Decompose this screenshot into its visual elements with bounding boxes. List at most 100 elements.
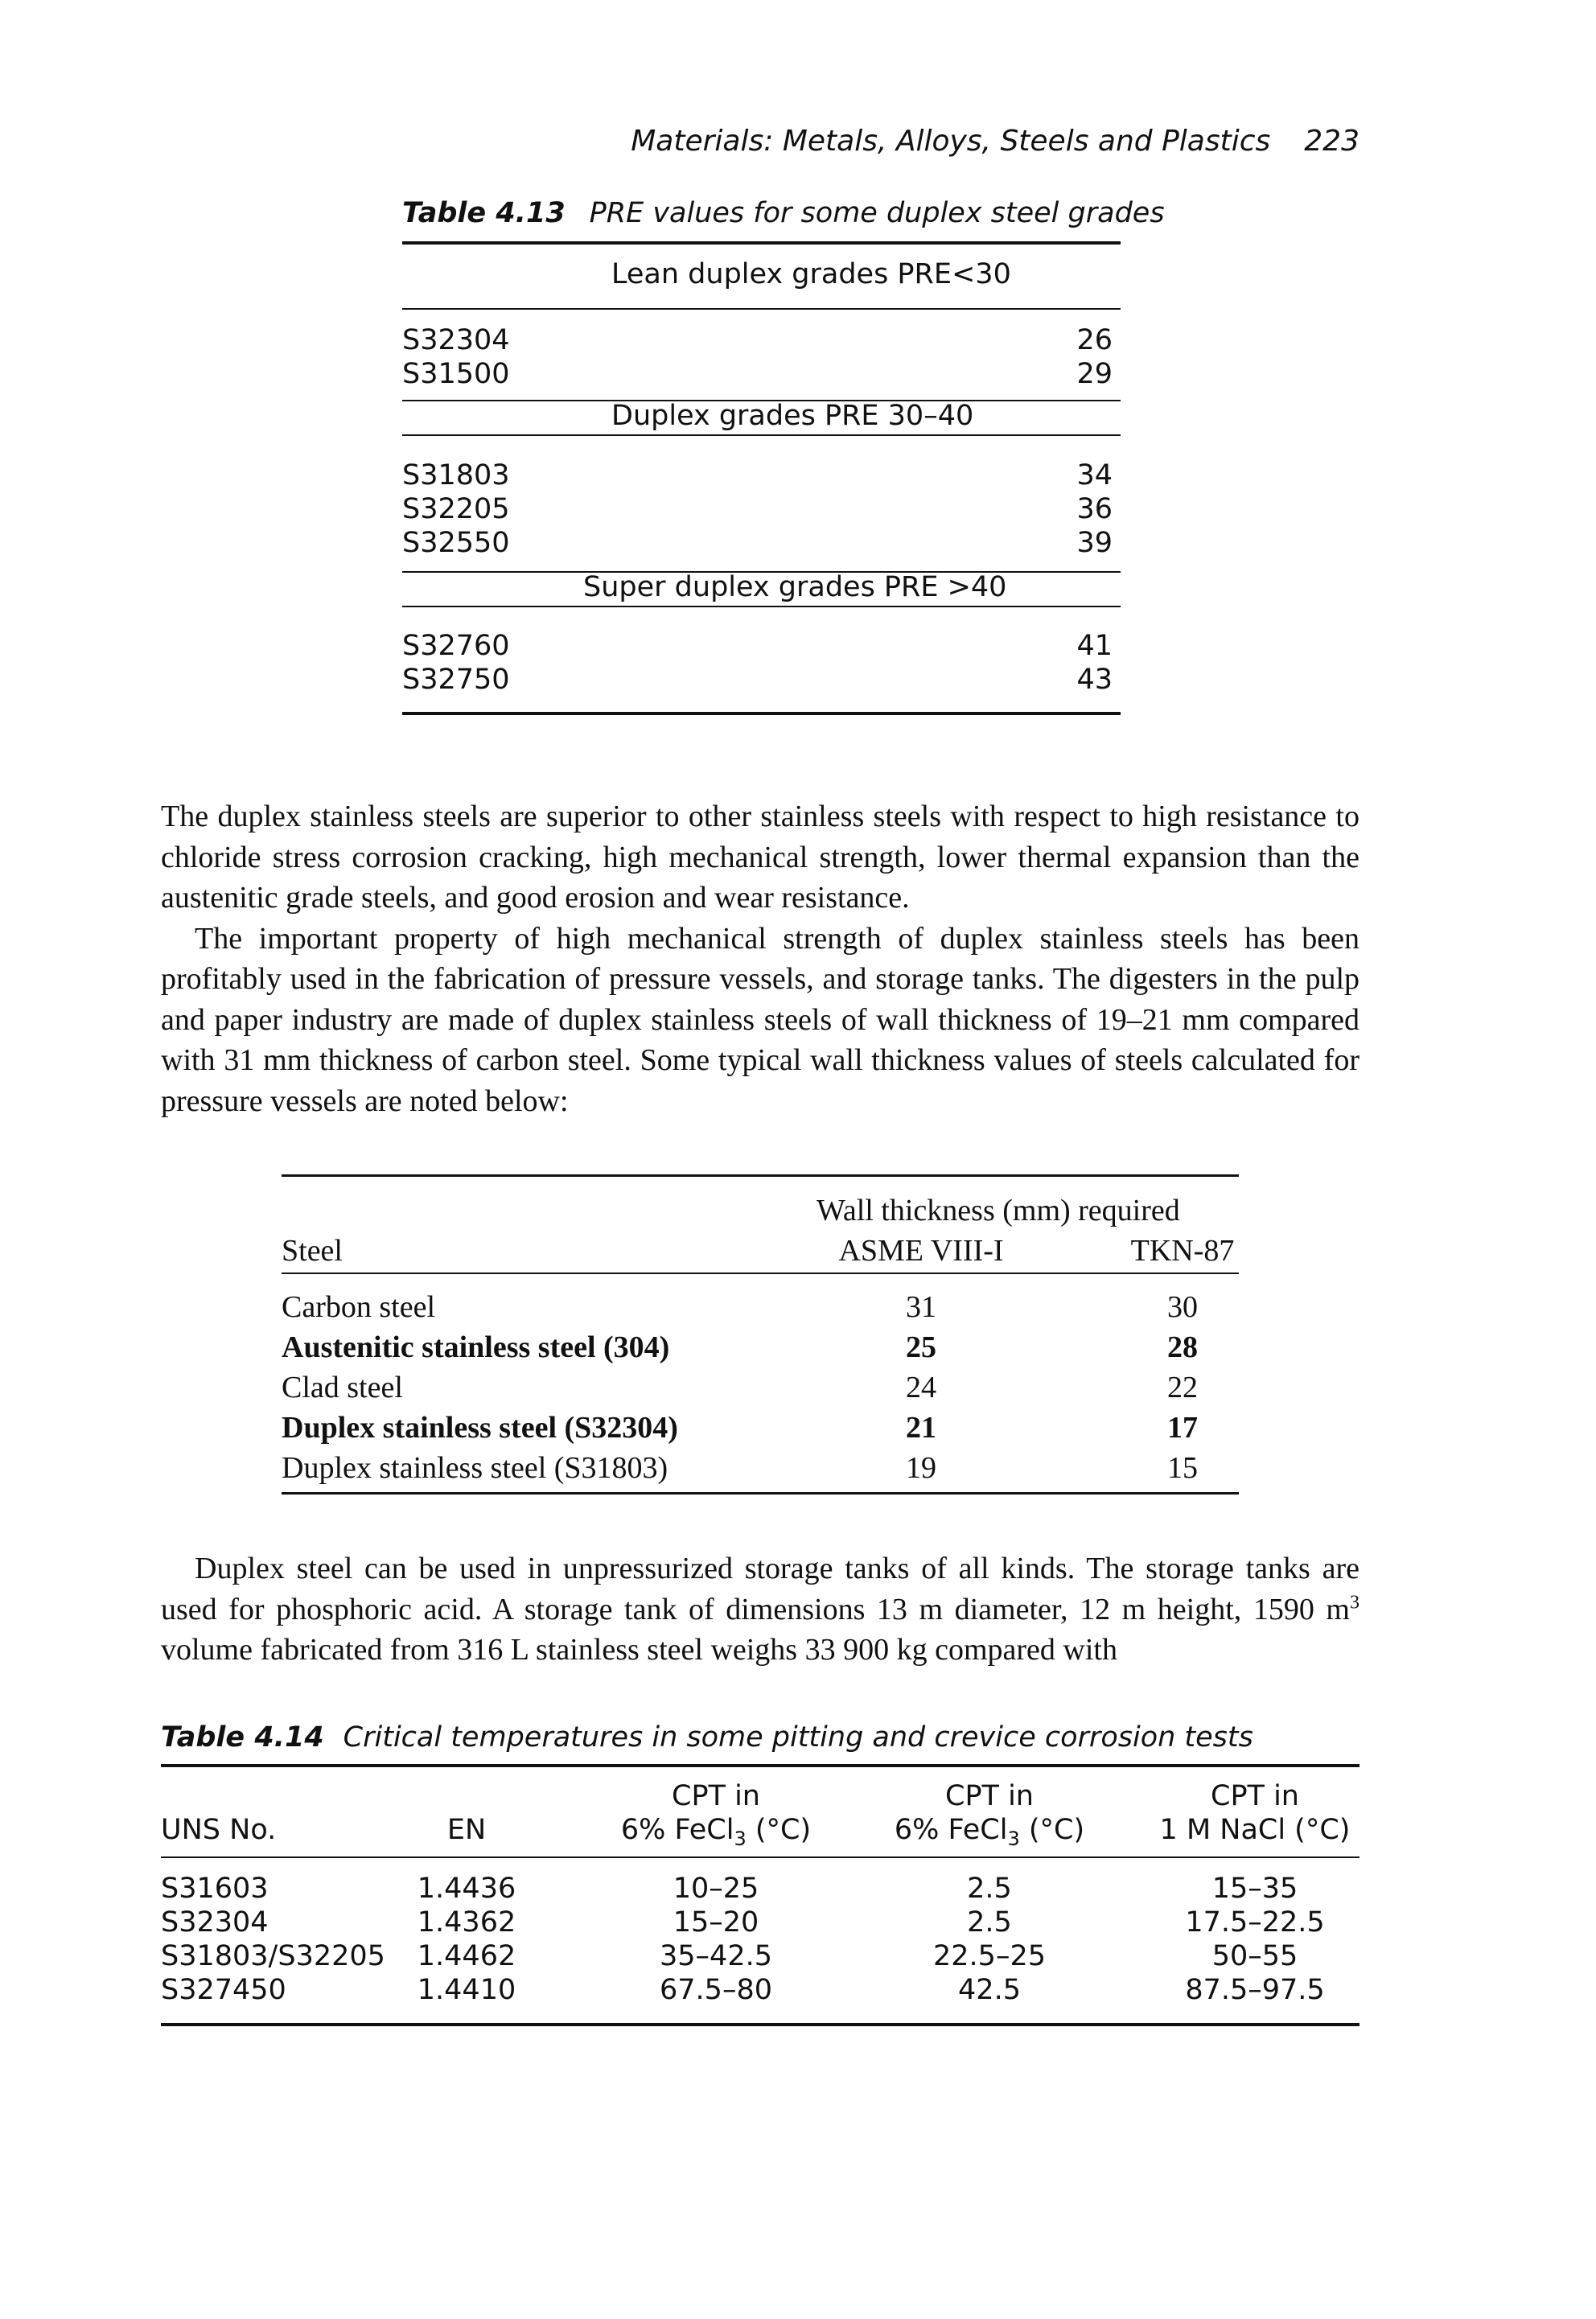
table-bottom-rule <box>282 1492 1239 1495</box>
cpt-nacl-cell: 87.5–97.5 <box>1185 1974 1325 2006</box>
paragraph: The duplex stainless steels are superior… <box>161 800 1359 915</box>
pre-cell: 29 <box>1076 358 1113 390</box>
asme-cell: 21 <box>906 1411 936 1445</box>
cpt-nacl-cell: 15–35 <box>1211 1873 1298 1905</box>
asme-cell: 24 <box>906 1371 936 1404</box>
grade-cell: S32205 <box>402 493 510 525</box>
col-header-cpt-fecl3-2-line1: CPT in <box>945 1780 1034 1812</box>
uns-cell: S32304 <box>161 1906 269 1939</box>
tkn-cell: 17 <box>1167 1411 1198 1445</box>
subscript: 3 <box>1007 1828 1020 1850</box>
steel-cell: Duplex stainless steel (S31803) <box>282 1451 668 1485</box>
table-row: Carbon steel 31 30 <box>282 1287 1239 1327</box>
table-rule <box>402 400 1121 401</box>
tkn-cell: 30 <box>1167 1290 1198 1324</box>
col-header-uns: UNS No. <box>161 1814 277 1846</box>
steel-cell: Duplex stainless steel (S32304) <box>282 1411 678 1445</box>
table-row: Duplex stainless steel (S31803) 19 15 <box>282 1448 1239 1488</box>
table-rule <box>402 571 1121 573</box>
paragraph: The important property of high mechanica… <box>161 921 1359 1118</box>
pre-cell: 26 <box>1076 324 1113 356</box>
table-rule <box>402 308 1121 310</box>
cpt-fecl3-cell: 67.5–80 <box>660 1974 772 2006</box>
en-cell: 1.4362 <box>417 1906 516 1939</box>
table-top-rule <box>282 1174 1239 1177</box>
cpt-nacl-cell: 17.5–22.5 <box>1185 1906 1325 1939</box>
asme-cell: 25 <box>906 1330 936 1364</box>
group-heading: Duplex grades PRE 30–40 <box>611 400 974 432</box>
col-header-en: EN <box>446 1814 487 1846</box>
grade-cell: S32550 <box>402 527 510 559</box>
col-header-asme: ASME VIII-I <box>838 1234 1004 1268</box>
table-4-13: Lean duplex grades PRE<30 S32304 26 S315… <box>402 241 1121 724</box>
cpt-fecl3-2-cell: 42.5 <box>958 1974 1021 2006</box>
paragraph-text: volume fabricated from 316 L stainless s… <box>161 1633 1117 1667</box>
table-row: S31803/S32205 1.4462 35–42.5 22.5–25 50–… <box>161 1939 1359 1974</box>
pre-cell: 43 <box>1076 664 1113 696</box>
paragraph-text: Duplex steel can be used in unpressurize… <box>161 1552 1359 1626</box>
table-row: S31500 29 <box>402 357 1121 391</box>
en-cell: 1.4462 <box>417 1940 516 1972</box>
en-cell: 1.4436 <box>417 1873 516 1905</box>
table-row: Clad steel 24 22 <box>282 1367 1239 1408</box>
table-row: S32205 36 <box>402 492 1121 526</box>
table-title: Critical temperatures in some pitting an… <box>343 1721 1253 1754</box>
cpt-fecl3-cell: 15–20 <box>673 1906 759 1939</box>
col-header-cpt-fecl3-line2: 6% FeCl3 (°C) <box>611 1812 821 1856</box>
table-row: S31603 1.4436 10–25 2.5 15–35 <box>161 1871 1359 1906</box>
table-row: Duplex stainless steel (S32304) 21 17 <box>282 1408 1239 1448</box>
header-text: (°C) <box>1019 1814 1085 1846</box>
paragraph: Duplex steel can be used in unpressurize… <box>161 1548 1359 1671</box>
table-header-row: Steel ASME VIII-I TKN-87 <box>282 1231 1239 1271</box>
cpt-fecl3-cell: 35–42.5 <box>660 1940 772 1972</box>
table-rule <box>282 1273 1239 1274</box>
table-row: S32750 43 <box>402 663 1121 697</box>
grade-cell: S32760 <box>402 630 510 662</box>
table-row: S32550 39 <box>402 526 1121 560</box>
cpt-nacl-cell: 50–55 <box>1211 1940 1298 1972</box>
pre-cell: 34 <box>1076 459 1113 491</box>
running-header: Materials: Metals, Alloys, Steels and Pl… <box>402 125 1359 165</box>
table-header-row: Wall thickness (mm) required <box>282 1190 1239 1231</box>
body-text: The duplex stainless steels are superior… <box>161 796 1359 1121</box>
uns-cell: S31803/S32205 <box>161 1940 385 1972</box>
steel-cell: Carbon steel <box>282 1290 436 1324</box>
running-title: Materials: Metals, Alloys, Steels and Pl… <box>631 125 1271 158</box>
col-header-cpt-fecl3-2-line2: 6% FeCl3 (°C) <box>885 1812 1094 1856</box>
steel-cell: Austenitic stainless steel (304) <box>282 1330 670 1364</box>
cpt-fecl3-cell: 10–25 <box>673 1873 759 1905</box>
tkn-cell: 22 <box>1167 1371 1198 1404</box>
table-row: S327450 1.4410 67.5–80 42.5 87.5–97.5 <box>161 1972 1359 2008</box>
subscript: 3 <box>734 1828 747 1850</box>
wall-thickness-table: Wall thickness (mm) required Steel ASME … <box>282 1174 1239 1496</box>
uns-cell: S327450 <box>161 1974 286 2006</box>
super-header: Wall thickness (mm) required <box>817 1194 1180 1227</box>
header-text: 6% FeCl <box>620 1814 734 1846</box>
table-bottom-rule <box>402 712 1121 715</box>
table-rule <box>402 606 1121 607</box>
group-heading: Lean duplex grades PRE<30 <box>611 258 1011 290</box>
tkn-cell: 28 <box>1167 1330 1198 1364</box>
table-row: S31803 34 <box>402 458 1121 492</box>
pre-cell: 39 <box>1076 527 1113 559</box>
table-label: Table 4.14 <box>161 1721 324 1754</box>
col-header-cpt-fecl3-line1: CPT in <box>672 1780 760 1812</box>
table-row: S32304 1.4362 15–20 2.5 17.5–22.5 <box>161 1905 1359 1940</box>
uns-cell: S31603 <box>161 1873 269 1905</box>
table-4-13-caption: Table 4.13 PRE values for some duplex ste… <box>402 197 1165 229</box>
table-4-14-caption: Table 4.14 Critical temperatures in some … <box>161 1721 1253 1754</box>
en-cell: 1.4410 <box>417 1974 516 2006</box>
superscript: 3 <box>1350 1591 1359 1613</box>
cpt-fecl3-2-cell: 2.5 <box>967 1906 1012 1939</box>
table-label: Table 4.13 <box>402 197 566 229</box>
grade-cell: S31803 <box>402 459 510 491</box>
steel-cell: Clad steel <box>282 1371 403 1404</box>
tkn-cell: 15 <box>1167 1451 1198 1485</box>
table-top-rule <box>402 241 1121 245</box>
table-title: PRE values for some duplex steel grades <box>589 197 1165 229</box>
cpt-fecl3-2-cell: 2.5 <box>967 1873 1012 1905</box>
asme-cell: 19 <box>906 1451 936 1485</box>
grade-cell: S31500 <box>402 358 510 390</box>
table-4-14: UNS No. EN CPT in 6% FeCl3 (°C) CPT in 6… <box>161 1764 1359 2037</box>
grade-cell: S32750 <box>402 664 510 696</box>
